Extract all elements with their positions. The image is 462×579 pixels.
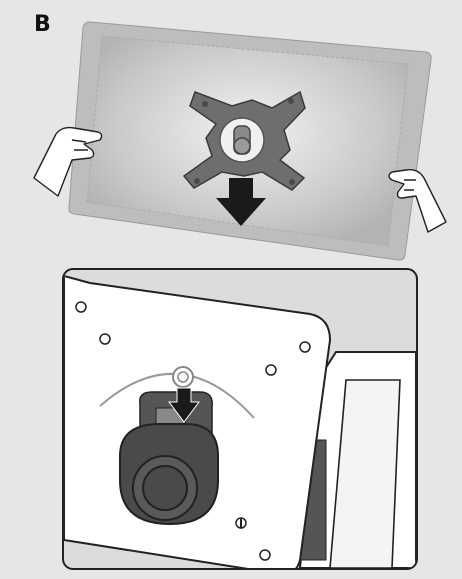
target-ring [173,367,193,387]
knob [120,424,218,524]
screw-icon [236,518,246,528]
